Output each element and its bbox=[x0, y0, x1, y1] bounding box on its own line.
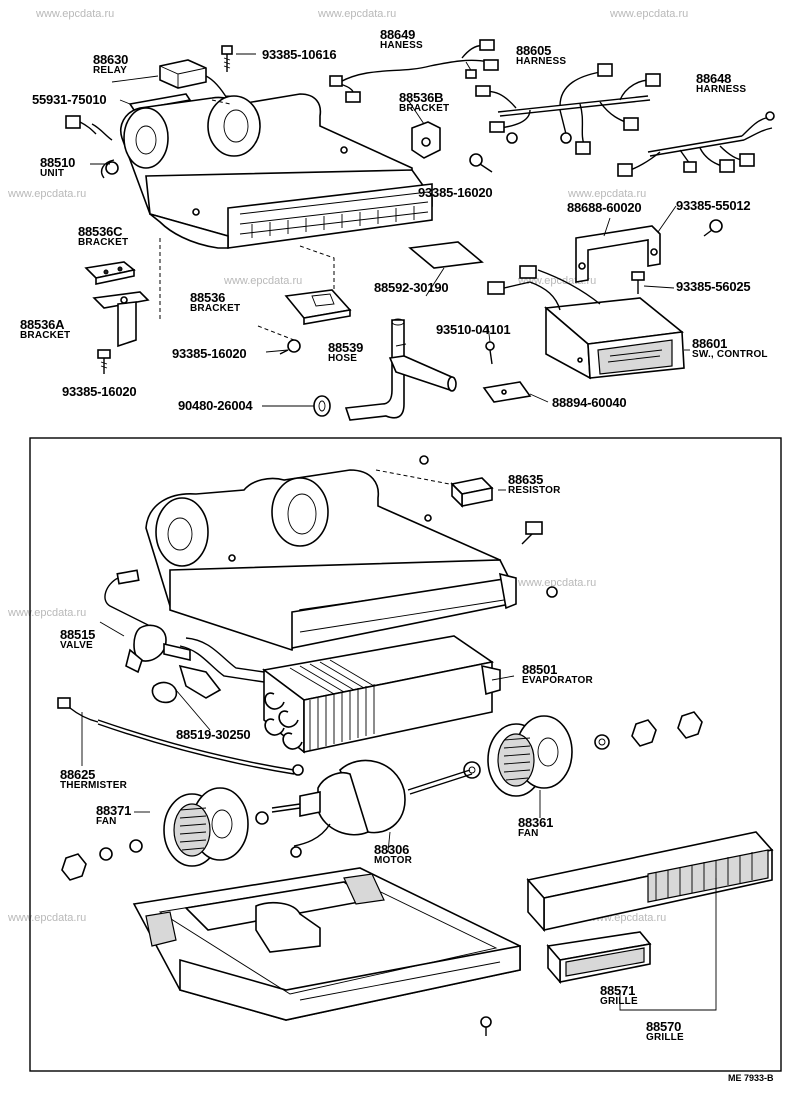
screw-drawing bbox=[521, 521, 543, 545]
callout-88601: 88601 SW., CONTROL bbox=[692, 336, 768, 360]
screw-drawing bbox=[97, 349, 111, 374]
harness-88605-drawing bbox=[475, 63, 661, 155]
callout-93385-56025: 93385-56025 bbox=[676, 279, 751, 294]
grille-88571-drawing bbox=[546, 931, 652, 985]
callout-88571: 88571 GRILLE bbox=[600, 983, 638, 1007]
fan-88361-drawing bbox=[487, 715, 573, 797]
callout-88536b: 88536B BRACKET bbox=[399, 90, 450, 114]
callout-93385-16020: 93385-16020 bbox=[62, 384, 137, 399]
pad-drawing bbox=[408, 241, 484, 269]
bracket-88536a-drawing bbox=[92, 291, 150, 348]
callout-93385-10616: 93385-10616 bbox=[262, 47, 337, 62]
upper-case-drawing bbox=[145, 469, 517, 652]
bracket-88536b-drawing bbox=[411, 121, 441, 159]
screw-drawing bbox=[469, 153, 493, 173]
screw-drawing bbox=[480, 1016, 492, 1028]
callout-88510: 88510 UNIT bbox=[40, 155, 76, 179]
watermark: www.epcdata.ru bbox=[8, 607, 87, 619]
grille-88570-drawing bbox=[526, 831, 774, 933]
watermark: www.epcdata.ru bbox=[8, 188, 87, 200]
callout-88605: 88605 HARNESS bbox=[516, 43, 567, 67]
callout-88635: 88635 RESISTOR bbox=[508, 472, 561, 496]
evaporator-drawing bbox=[178, 635, 501, 754]
strip-drawing bbox=[128, 93, 192, 111]
screw-drawing bbox=[279, 339, 301, 355]
callout-93385-16020: 93385-16020 bbox=[172, 346, 247, 361]
valve-drawing bbox=[104, 569, 191, 674]
callout-88536: 88536 BRACKET bbox=[190, 290, 241, 314]
callout-88648: 88648 HARNESS bbox=[696, 71, 747, 95]
lower-assembly-frame bbox=[29, 437, 782, 1072]
motor-drawing bbox=[271, 759, 473, 858]
resistor-drawing bbox=[450, 477, 494, 508]
callout-93385-16020: 93385-16020 bbox=[418, 185, 493, 200]
callout-88570: 88570 GRILLE bbox=[646, 1019, 684, 1043]
callout-88688-60020: 88688-60020 bbox=[567, 200, 642, 215]
callout-88649: 88649 HANESS bbox=[380, 27, 423, 51]
control-switch-drawing bbox=[487, 265, 685, 380]
clamp-drawing bbox=[151, 681, 178, 704]
callout-93510-04101: 93510-04101 bbox=[436, 322, 511, 337]
plate-drawing bbox=[482, 381, 532, 403]
screw-drawing bbox=[221, 45, 233, 72]
callout-88536c: 88536C BRACKET bbox=[78, 224, 129, 248]
thermister-drawing bbox=[57, 697, 304, 776]
bracket-88536c-drawing bbox=[84, 261, 136, 285]
screw-drawing bbox=[485, 341, 495, 365]
harness-88648-drawing bbox=[617, 111, 775, 177]
drawing-code: ME 7933-B bbox=[728, 1073, 774, 1083]
bracket-88688-drawing bbox=[575, 225, 661, 283]
watermark: www.epcdata.ru bbox=[318, 8, 397, 20]
callout-88625: 88625 THERMISTER bbox=[60, 767, 127, 791]
watermark: www.epcdata.ru bbox=[36, 8, 115, 20]
callout-88519-30250: 88519-30250 bbox=[176, 727, 251, 742]
nut-drawing bbox=[463, 711, 703, 779]
callout-88536a: 88536A BRACKET bbox=[20, 317, 71, 341]
callout-88894-60040: 88894-60040 bbox=[552, 395, 627, 410]
callout-88539: 88539 HOSE bbox=[328, 340, 364, 364]
hose-drawing bbox=[344, 318, 457, 421]
callout-88361: 88361 FAN bbox=[518, 815, 554, 839]
watermark: www.epcdata.ru bbox=[610, 8, 689, 20]
callout-88592-30190: 88592-30190 bbox=[374, 280, 449, 295]
callout-88371: 88371 FAN bbox=[96, 803, 132, 827]
nut-drawing bbox=[61, 839, 143, 881]
watermark: www.epcdata.ru bbox=[568, 188, 647, 200]
screw-drawing bbox=[546, 586, 558, 598]
screw-drawing bbox=[631, 271, 645, 294]
screw-drawing bbox=[703, 219, 723, 237]
lower-case-drawing bbox=[132, 867, 521, 1021]
callout-88630: 88630 RELAY bbox=[93, 52, 129, 76]
watermark: www.epcdata.ru bbox=[224, 275, 303, 287]
callout-93385-55012: 93385-55012 bbox=[676, 198, 751, 213]
callout-88501: 88501 EVAPORATOR bbox=[522, 662, 593, 686]
fan-88371-drawing bbox=[163, 787, 269, 867]
callout-55931-75010: 55931-75010 bbox=[32, 92, 107, 107]
watermark: www.epcdata.ru bbox=[518, 577, 597, 589]
harness-88649-drawing bbox=[329, 39, 499, 103]
bracket-88536-drawing bbox=[284, 289, 352, 325]
callout-90480-26004: 90480-26004 bbox=[178, 398, 253, 413]
callout-88515: 88515 VALVE bbox=[60, 627, 96, 651]
screw-drawing bbox=[419, 455, 429, 465]
grommet-drawing bbox=[313, 395, 331, 417]
watermark: www.epcdata.ru bbox=[8, 912, 87, 924]
cooler-unit-drawing bbox=[65, 93, 433, 249]
callout-88306: 88306 MOTOR bbox=[374, 842, 413, 866]
